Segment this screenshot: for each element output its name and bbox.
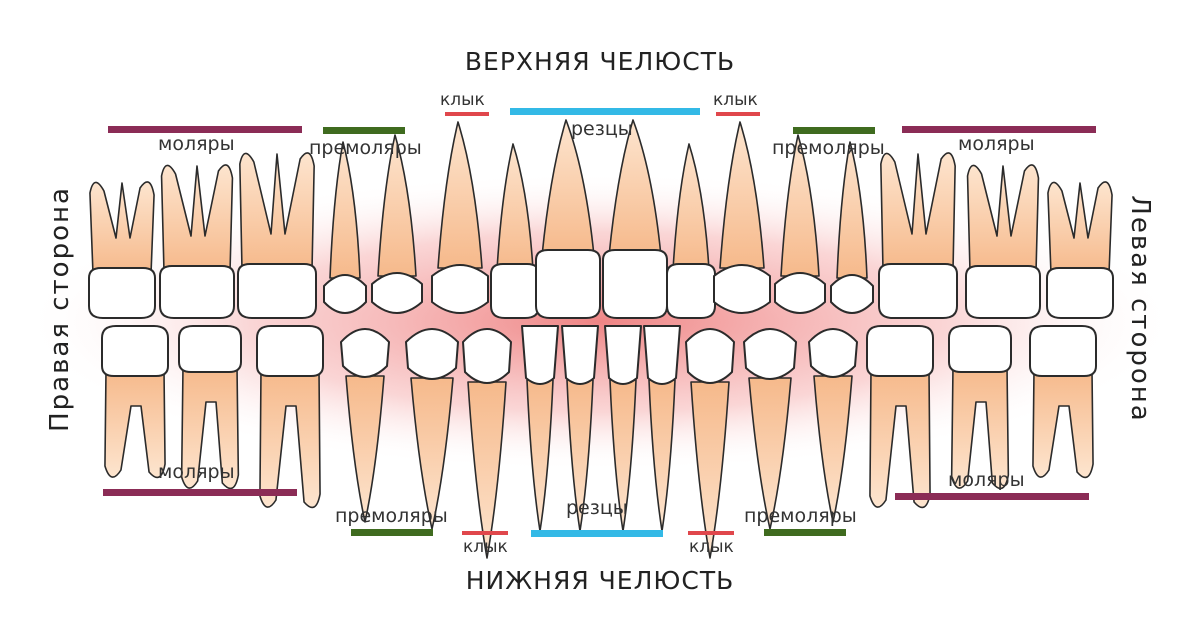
tooth-root bbox=[90, 182, 154, 274]
tooth-crown bbox=[1047, 268, 1113, 318]
lower-left-premolars-bar bbox=[764, 529, 846, 536]
lower-left-molars-bar bbox=[895, 493, 1089, 500]
upper-left-molars-label: моляры bbox=[958, 133, 1035, 155]
lower-right-molar-tooth-1 bbox=[102, 326, 168, 477]
lower-jaw-title: НИЖНЯЯ ЧЕЛЮСТЬ bbox=[0, 566, 1200, 595]
tooth-crown bbox=[714, 265, 770, 313]
tooth-root bbox=[240, 153, 314, 270]
tooth-root bbox=[330, 142, 360, 278]
upper-right-molars-label: моляры bbox=[158, 133, 235, 155]
tooth-crown bbox=[831, 275, 873, 313]
upper-left-premolars-label: премоляры bbox=[772, 137, 885, 159]
tooth-crown bbox=[562, 326, 598, 384]
tooth-crown bbox=[406, 329, 458, 379]
upper-incisors-label: резцы bbox=[571, 118, 633, 140]
tooth-root bbox=[881, 153, 955, 270]
tooth-crown bbox=[432, 265, 488, 313]
upper-right-canine-label: клык bbox=[440, 90, 485, 110]
tooth-root bbox=[527, 380, 553, 531]
tooth-crown bbox=[179, 326, 241, 372]
upper-right-molar-tooth-2 bbox=[160, 165, 234, 318]
tooth-root bbox=[649, 380, 675, 531]
tooth-crown bbox=[341, 329, 389, 377]
lower-left-premolars-label: премоляры bbox=[744, 505, 857, 527]
tooth-crown bbox=[160, 266, 234, 318]
lower-right-molars-label: моляры bbox=[158, 461, 235, 483]
tooth-crown bbox=[372, 273, 422, 313]
tooth-crown bbox=[809, 329, 857, 377]
upper-left-premolars-bar bbox=[793, 127, 875, 134]
upper-left-canine-bar bbox=[716, 112, 760, 116]
lower-left-canine-bar bbox=[688, 531, 734, 535]
tooth-crown bbox=[744, 329, 796, 379]
tooth-root bbox=[1033, 370, 1093, 477]
tooth-root bbox=[968, 165, 1039, 272]
tooth-root bbox=[162, 165, 233, 272]
lower-right-canine-label: клык bbox=[463, 537, 508, 557]
lower-incisors-bar bbox=[531, 530, 663, 537]
upper-left-molars-bar bbox=[902, 126, 1096, 133]
lower-left-molars-label: моляры bbox=[948, 469, 1025, 491]
tooth-crown bbox=[89, 268, 155, 318]
tooth-crown bbox=[667, 264, 715, 318]
tooth-crown bbox=[522, 326, 558, 384]
tooth-crown bbox=[324, 275, 366, 313]
tooth-root bbox=[105, 370, 165, 477]
tooth-crown bbox=[463, 329, 511, 383]
upper-right-canine-bar bbox=[445, 112, 489, 116]
upper-jaw-title: ВЕРХНЯЯ ЧЕЛЮСТЬ bbox=[0, 47, 1200, 76]
tooth-crown bbox=[491, 264, 539, 318]
tooth-crown bbox=[605, 326, 641, 384]
lower-right-molars-bar bbox=[103, 489, 297, 496]
upper-left-molar-tooth-14 bbox=[879, 153, 957, 318]
tooth-crown bbox=[644, 326, 680, 384]
upper-incisors-bar bbox=[510, 108, 700, 115]
tooth-crown bbox=[257, 326, 323, 376]
tooth-crown bbox=[949, 326, 1011, 372]
lower-right-premolars-label: премоляры bbox=[335, 505, 448, 527]
lower-left-molar-tooth-16 bbox=[1030, 326, 1096, 477]
upper-right-premolars-label: премоляры bbox=[309, 137, 422, 159]
tooth-crown bbox=[867, 326, 933, 376]
tooth-crown bbox=[102, 326, 168, 376]
left-side-label: Левая сторона bbox=[1125, 179, 1155, 439]
tooth-root bbox=[1048, 182, 1112, 274]
upper-left-molar-tooth-15 bbox=[966, 165, 1040, 318]
tooth-crown bbox=[536, 250, 600, 318]
upper-left-molar-tooth-16 bbox=[1047, 182, 1113, 318]
lower-right-premolars-bar bbox=[351, 529, 433, 536]
upper-right-molar-tooth-1 bbox=[89, 182, 155, 318]
right-side-label: Правая сторона bbox=[45, 179, 75, 439]
tooth-crown bbox=[966, 266, 1040, 318]
lower-right-canine-bar bbox=[462, 531, 508, 535]
upper-right-molars-bar bbox=[108, 126, 302, 133]
tooth-root bbox=[837, 142, 867, 278]
tooth-crown bbox=[603, 250, 667, 318]
lower-left-canine-label: клык bbox=[689, 537, 734, 557]
upper-left-canine-label: клык bbox=[713, 90, 758, 110]
upper-right-molar-tooth-3 bbox=[238, 153, 316, 318]
tooth-crown bbox=[775, 273, 825, 313]
upper-right-premolars-bar bbox=[323, 127, 405, 134]
lower-incisors-label: резцы bbox=[566, 497, 628, 519]
tooth-crown bbox=[238, 264, 316, 318]
tooth-crown bbox=[686, 329, 734, 383]
tooth-crown bbox=[1030, 326, 1096, 376]
tooth-crown bbox=[879, 264, 957, 318]
